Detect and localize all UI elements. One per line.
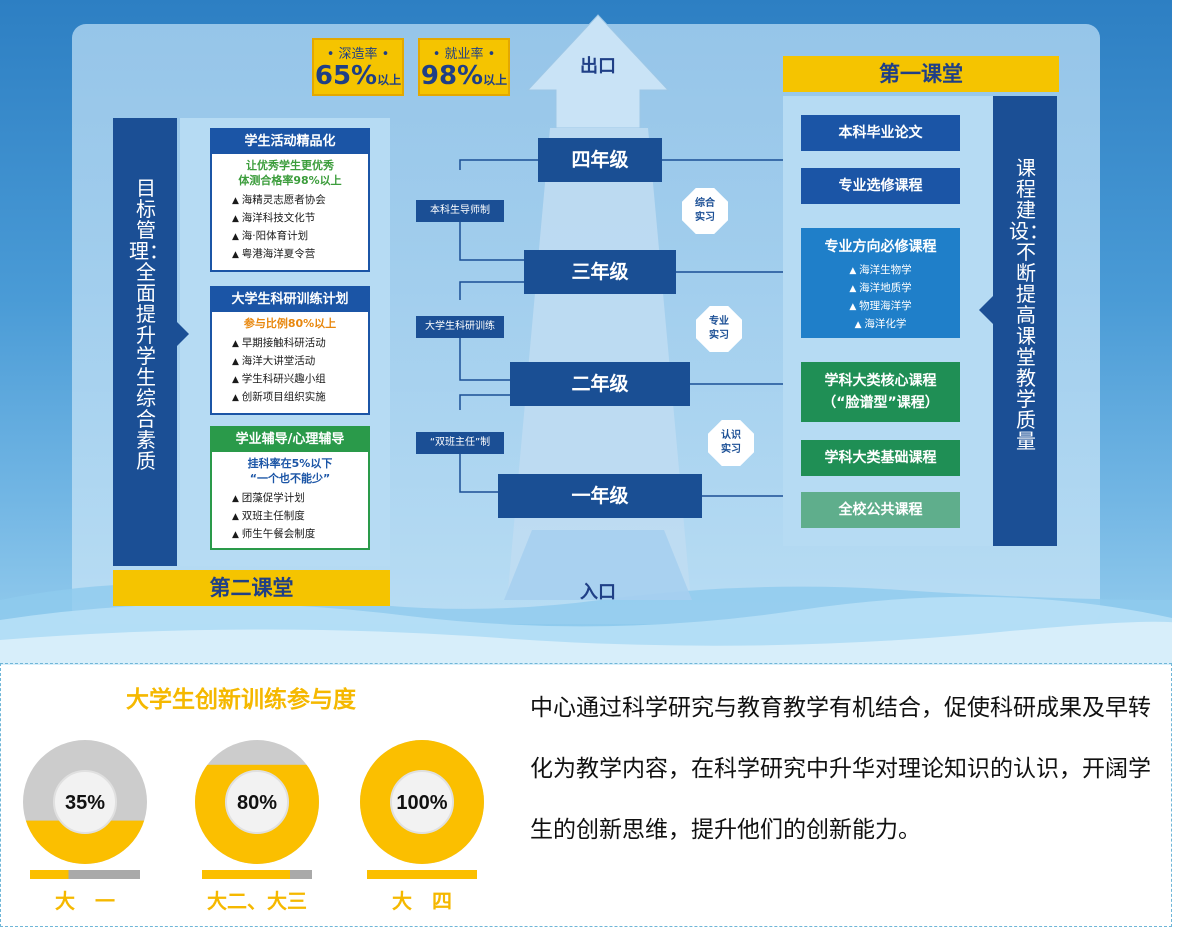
course-discipline-foundation: 学科大类基础课程 xyxy=(801,440,960,476)
card-item-list: 早期接触科研活动 海洋大讲堂活动 学生科研兴趣小组 创新项目组织实施 xyxy=(212,331,368,407)
rate-suffix: 以上 xyxy=(483,73,508,87)
course-major-required: 专业方向必修课程 海洋生物学 海洋地质学 物理海洋学 海洋化学 xyxy=(801,228,960,338)
list-item: 团藻促学计划 xyxy=(232,490,368,508)
list-item: 师生午餐会制度 xyxy=(232,526,368,544)
course-graduation-thesis: 本科毕业论文 xyxy=(801,115,960,151)
course-discipline-core: 学科大类核心课程 （“脸谱型”课程） xyxy=(801,362,960,422)
course-item-list: 海洋生物学 海洋地质学 物理海洋学 海洋化学 xyxy=(801,262,960,334)
rate-label: • 就业率 • xyxy=(432,47,496,62)
card-highlight: 让优秀学生更优秀 体测合格率98%以上 xyxy=(238,159,342,187)
list-item: 粤港海洋夏令营 xyxy=(232,246,368,264)
category-label: 大 一 xyxy=(55,889,115,913)
first-classroom-goal-bar: 课程建设：不断提高课堂教学质量 xyxy=(993,96,1057,546)
donut-hole xyxy=(390,770,454,834)
list-item: 创新项目组织实施 xyxy=(232,389,368,407)
goal-bar-arrow xyxy=(175,320,189,348)
practice-professional: 专业 实习 xyxy=(696,306,742,352)
employment-rate-badge: • 就业率 • 98%以上 xyxy=(418,38,510,96)
second-classroom-label: 第二课堂 xyxy=(113,570,390,606)
practice-comprehensive: 综合 实习 xyxy=(682,188,728,234)
list-item: 海洋生物学 xyxy=(801,262,960,280)
list-item: 海精灵志愿者协会 xyxy=(232,192,368,210)
side-tag-mentor: 本科生导师制 xyxy=(416,200,504,222)
course-general: 全校公共课程 xyxy=(801,492,960,528)
card-highlight: 挂科率在5%以下 “一个也不能少” xyxy=(247,457,333,485)
first-classroom-label: 第一课堂 xyxy=(783,56,1059,92)
list-item: 海洋大讲堂活动 xyxy=(232,353,368,371)
course-major-electives: 专业选修课程 xyxy=(801,168,960,204)
category-label: 大 四 xyxy=(392,889,452,913)
grade-2: 二年级 xyxy=(510,362,690,406)
donut-value-label: 35% xyxy=(65,792,105,814)
donut-2: 80% 大二、大三 xyxy=(195,740,319,913)
exit-label: 出口 xyxy=(580,56,616,77)
side-tag-research: 大学生科研训练 xyxy=(416,316,504,338)
first-classroom-goal-text: 课程建设：不断提高课堂教学质量 xyxy=(1009,156,1049,453)
grade-4: 四年级 xyxy=(538,138,662,182)
category-bar-filled xyxy=(30,870,69,879)
description-text: 中心通过科学研究与教育教学有机结合，促使科研成果及早转化为教学内容，在科学研究中… xyxy=(530,695,1151,843)
entry-label: 入口 xyxy=(580,582,616,603)
donut-value-label: 100% xyxy=(396,792,447,814)
bottom-section xyxy=(0,663,1172,927)
list-item: 物理海洋学 xyxy=(801,298,960,316)
category-bar-filled xyxy=(367,870,477,879)
second-classroom-goal-text: 目标管理：全面提升学生综合素质 xyxy=(129,176,169,473)
rate-suffix: 以上 xyxy=(377,73,402,87)
list-item: 海洋地质学 xyxy=(801,280,960,298)
list-item: 海洋科技文化节 xyxy=(232,210,368,228)
side-tag-dual-advisor: “双班主任”制 xyxy=(416,432,504,454)
list-item: 海洋化学 xyxy=(801,316,960,334)
donut-hole xyxy=(53,770,117,834)
card-item-list: 团藻促学计划 双班主任制度 师生午餐会制度 xyxy=(212,486,368,544)
practice-cognitive: 认识 实习 xyxy=(708,420,754,466)
card-student-activities: 学生活动精品化 让优秀学生更优秀 体测合格率98%以上 海精灵志愿者协会 海洋科… xyxy=(210,128,370,272)
list-item: 海·阳体育计划 xyxy=(232,228,368,246)
card-research-training: 大学生科研训练计划 参与比例80%以上 早期接触科研活动 海洋大讲堂活动 学生科… xyxy=(210,286,370,415)
donut-1: 35% 大 一 xyxy=(23,740,147,913)
course-title: 专业方向必修课程 xyxy=(824,239,937,255)
rate-value: 98% xyxy=(420,61,484,91)
chart-title: 大学生创新训练参与度 xyxy=(126,687,356,713)
list-item: 学生科研兴趣小组 xyxy=(232,371,368,389)
goal-bar-arrow xyxy=(979,296,993,324)
donut-3: 100% 大 四 xyxy=(360,740,484,913)
grade-3: 三年级 xyxy=(524,250,676,294)
category-bar-remaining xyxy=(290,870,312,879)
list-item: 双班主任制度 xyxy=(232,508,368,526)
card-title: 学生活动精品化 xyxy=(212,130,368,154)
rate-value: 65% xyxy=(314,61,378,91)
card-title: 学业辅导/心理辅导 xyxy=(212,428,368,452)
category-bar-remaining xyxy=(68,870,140,879)
participation-chart: 35% 大 一 80% 大二、大三 100% 大 四 xyxy=(23,740,484,913)
card-item-list: 海精灵志愿者协会 海洋科技文化节 海·阳体育计划 粤港海洋夏令营 xyxy=(212,188,368,264)
category-bar-filled xyxy=(202,870,290,879)
donut-value-label: 80% xyxy=(237,792,277,814)
second-classroom-goal-bar: 目标管理：全面提升学生综合素质 xyxy=(113,118,177,566)
advanced-study-rate-badge: • 深造率 • 65%以上 xyxy=(312,38,404,96)
donut-hole xyxy=(225,770,289,834)
rate-label: • 深造率 • xyxy=(326,47,390,62)
card-highlight: 参与比例80%以上 xyxy=(243,317,337,330)
grade-ladder: 出口 入口 四年级 三年级 二年级 一年级 本科生导师制 大学生科研训练 “双班… xyxy=(400,10,790,630)
category-label: 大二、大三 xyxy=(207,889,307,913)
card-academic-counseling: 学业辅导/心理辅导 挂科率在5%以下 “一个也不能少” 团藻促学计划 双班主任制… xyxy=(210,426,370,550)
list-item: 早期接触科研活动 xyxy=(232,335,368,353)
grade-1: 一年级 xyxy=(498,474,702,518)
card-title: 大学生科研训练计划 xyxy=(212,288,368,312)
